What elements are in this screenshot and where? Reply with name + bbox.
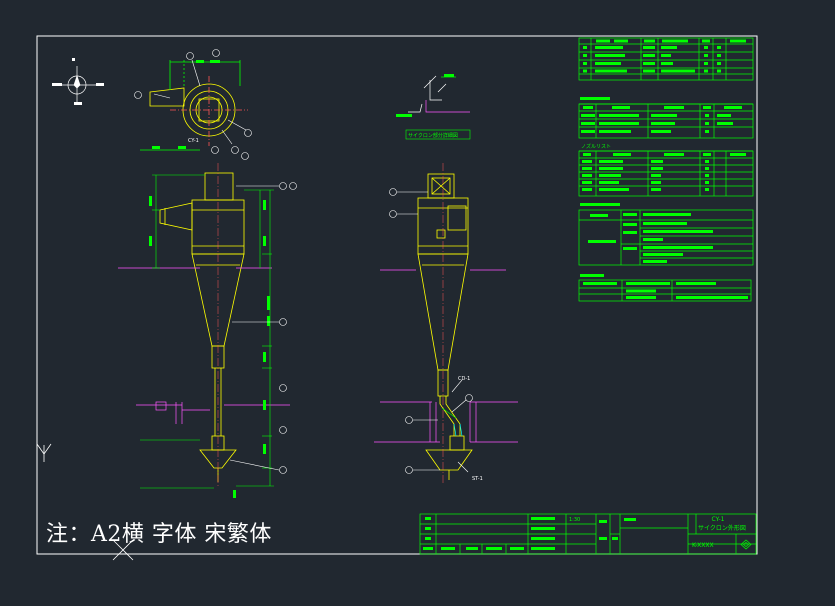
parts-list-text — [583, 39, 746, 73]
accessory-list-text — [580, 97, 742, 133]
plan-view-callouts — [153, 59, 247, 145]
plan-view-tag-cy1: CY-1 — [188, 138, 199, 144]
tag-cd1: CD-1 — [458, 376, 470, 382]
section-title-box — [405, 129, 471, 140]
plan-view — [140, 60, 248, 151]
title-block-cell-text — [423, 517, 636, 550]
parts-list-table — [578, 37, 754, 81]
front-elevation-dimensions — [140, 174, 274, 489]
section-detail-sketch — [408, 75, 470, 113]
side-elevation — [417, 163, 473, 484]
front-elevation-dim-text — [149, 196, 270, 498]
specification-table — [578, 209, 754, 266]
drawing-scale: 1:30 — [569, 517, 580, 523]
ucs-axis-icon — [36, 443, 52, 462]
side-elevation-dimensions — [441, 407, 457, 419]
specification-text — [580, 203, 713, 263]
section-detail-text — [396, 74, 454, 117]
nozzle-list-table — [578, 150, 754, 197]
side-elevation-balloons — [389, 188, 473, 474]
crosshair-icon — [112, 539, 134, 561]
north-arrow-icon — [52, 58, 104, 105]
coating-text — [580, 274, 748, 299]
section-title: サイクロン部分詳細図 — [408, 132, 458, 139]
drawing-frame — [36, 35, 758, 555]
drawing-number: K-XXXX — [692, 542, 714, 549]
front-elevation-balloons — [229, 182, 297, 474]
tag-st1: ST-1 — [472, 476, 483, 482]
coating-table — [578, 279, 752, 302]
drawing-note: 注：A2横 字体 宋繁体 — [46, 522, 272, 547]
drawing-title: サイクロン外形図 — [698, 524, 746, 532]
side-elevation-floor — [374, 269, 518, 443]
nozzle-list-text — [582, 153, 746, 191]
accessory-list-table — [578, 103, 754, 139]
drawing-title-tag: CY-1 — [711, 516, 724, 523]
revision-diamond-icon — [740, 539, 752, 550]
front-elevation — [159, 163, 245, 488]
plan-view-dimension-text — [152, 60, 220, 149]
plan-view-balloons — [134, 49, 252, 160]
nozzle-list-title: ノズルリスト — [581, 143, 611, 150]
side-elevation-cyan-pipe — [453, 423, 463, 437]
